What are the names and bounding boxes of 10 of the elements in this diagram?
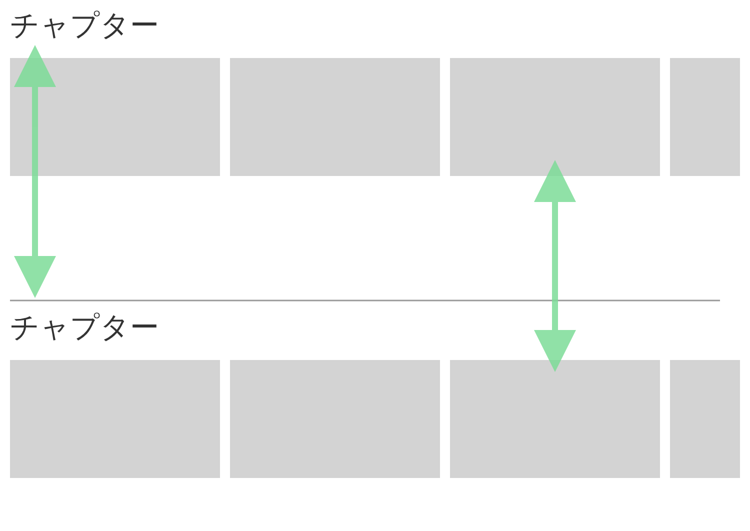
placeholder-block bbox=[230, 360, 440, 478]
placeholder-block bbox=[670, 360, 740, 478]
placeholder-block bbox=[450, 58, 660, 176]
placeholder-block bbox=[230, 58, 440, 176]
placeholder-block bbox=[450, 360, 660, 478]
placeholder-block bbox=[10, 360, 220, 478]
chapter-heading: チャプター bbox=[10, 8, 159, 42]
placeholder-block bbox=[670, 58, 740, 176]
placeholder-block bbox=[10, 58, 220, 176]
chapter-heading: チャプター bbox=[10, 310, 159, 344]
